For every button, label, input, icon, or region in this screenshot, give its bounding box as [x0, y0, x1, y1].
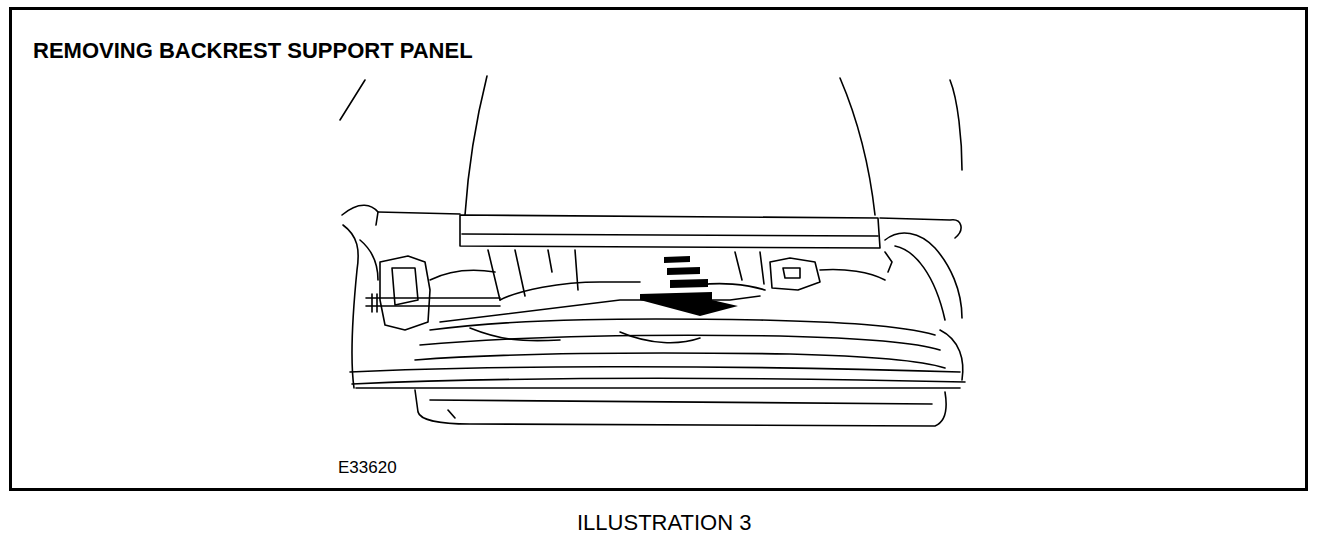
figure-frame — [9, 7, 1308, 491]
figure-caption: ILLUSTRATION 3 — [577, 512, 751, 534]
figure-number: E33620 — [338, 459, 397, 476]
figure-title: REMOVING BACKREST SUPPORT PANEL — [33, 40, 473, 62]
